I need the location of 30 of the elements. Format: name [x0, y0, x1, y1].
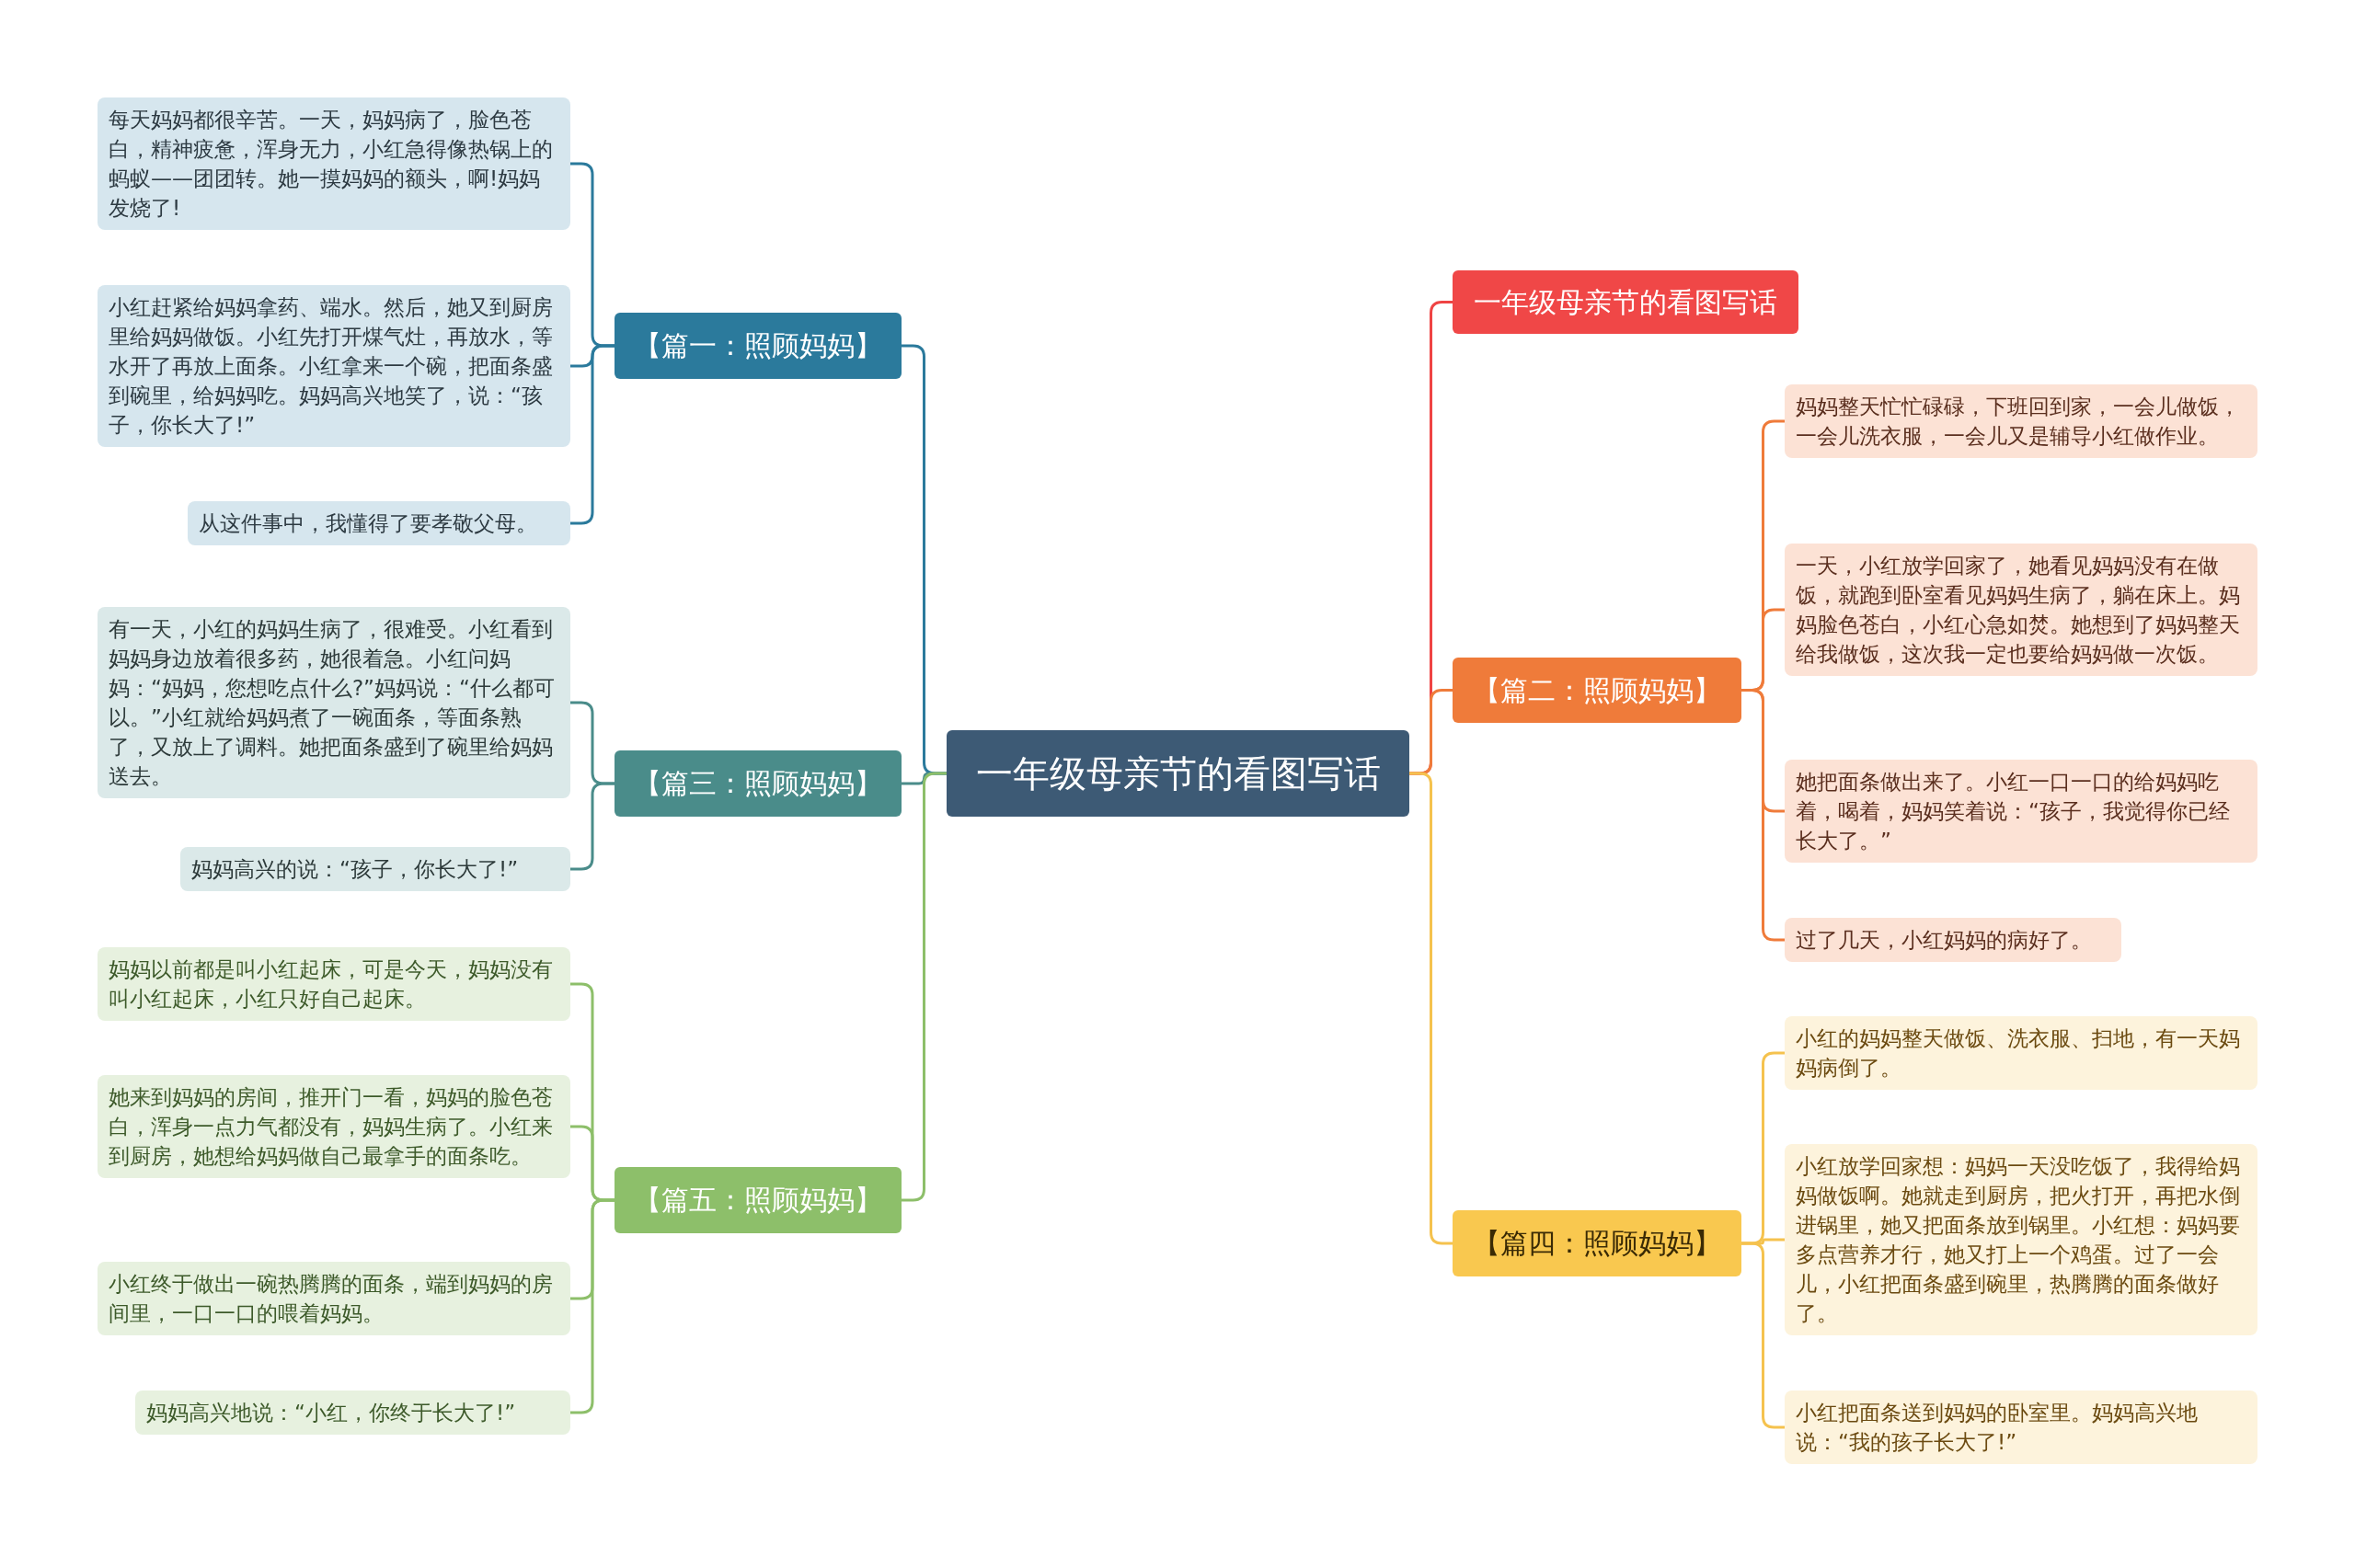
connector-line [1741, 1242, 1785, 1429]
story-card: 妈妈以前都是叫小红起床，可是今天，妈妈没有叫小红起床，小红只好自己起床。 [98, 947, 570, 1021]
branch-topic: 【篇一：照顾妈妈】 [615, 313, 902, 379]
story-card: 她把面条做出来了。小红一口一口的给妈妈吃着，喝着，妈妈笑着说：“孩子，我觉得你已经长大了。” [1785, 760, 2257, 863]
story-card: 小红把面条送到妈妈的卧室里。妈妈高兴地说：“我的孩子长大了!” [1785, 1391, 2257, 1464]
story-card: 小红赶紧给妈妈拿药、端水。然后，她又到厨房里给妈妈做饭。小红先打开煤气灶，再放水，等水开了再放上面条。小红拿来一个碗，把面条盛到碗里，给妈妈吃。妈妈高兴地笑了，说：“孩子，你长大了!” [98, 285, 570, 447]
story-card: 妈妈高兴的说：“孩子，你长大了!” [180, 847, 570, 891]
central-topic: 一年级母亲节的看图写话 [947, 730, 1409, 817]
story-card: 从这件事中，我懂得了要孝敬父母。 [188, 501, 570, 545]
connector-line [570, 782, 615, 871]
connector-line [1741, 689, 1785, 942]
story-card: 她来到妈妈的房间，推开门一看，妈妈的脸色苍白，浑身一点力气都没有，妈妈生病了。小红来到厨房，她想给妈妈做自己最拿手的面条吃。 [98, 1075, 570, 1178]
story-card: 妈妈整天忙忙碌碌，下班回到家，一会儿做饭，一会儿洗衣服，一会儿又是辅导小红做作业。 [1785, 384, 2257, 458]
connector-line [902, 772, 947, 1202]
story-card: 过了几天，小红妈妈的病好了。 [1785, 918, 2121, 962]
story-card: 小红放学回家想：妈妈一天没吃饭了，我得给妈妈做饭啊。她就走到厨房，把火打开，再把水倒进锅里，她又把面条放到锅里。小红想：妈妈要多点营养才行，她又打上一个鸡蛋。过了一会儿，小红把面条盛到碗里，热腾腾的面条做好了。 [1785, 1144, 2257, 1335]
branch-topic: 【篇二：照顾妈妈】 [1453, 658, 1741, 723]
story-card: 妈妈高兴地说：“小红，你终于长大了!” [135, 1391, 570, 1435]
story-card: 每天妈妈都很辛苦。一天，妈妈病了，脸色苍白，精神疲惫，浑身无力，小红急得像热锅上的蚂蚁——团团转。她一摸妈妈的额头，啊!妈妈发烧了! [98, 97, 570, 230]
branch-topic: 一年级母亲节的看图写话 [1453, 270, 1798, 334]
branch-topic: 【篇四：照顾妈妈】 [1453, 1210, 1741, 1276]
branch-topic: 【篇五：照顾妈妈】 [615, 1167, 902, 1233]
connector-line [570, 344, 615, 525]
story-card: 小红的妈妈整天做饭、洗衣服、扫地，有一天妈妈病倒了。 [1785, 1016, 2257, 1090]
connector-line [570, 1198, 615, 1414]
branch-topic: 【篇三：照顾妈妈】 [615, 750, 902, 817]
story-card: 小红终于做出一碗热腾腾的面条，端到妈妈的房间里，一口一口的喂着妈妈。 [98, 1262, 570, 1335]
story-card: 有一天，小红的妈妈生病了，很难受。小红看到妈妈身边放着很多药，她很着急。小红问妈妈：“妈妈，您想吃点什么?”妈妈说：“什么都可以。”小红就给妈妈煮了一碗面条，等面条熟了，又放上了调料。她把面条盛到了碗里给妈妈送去。 [98, 607, 570, 798]
connector-line [1409, 772, 1453, 1245]
story-card: 一天，小红放学回家了，她看见妈妈没有在做饭，就跑到卧室看见妈妈生病了，躺在床上。妈妈脸色苍白，小红心急如焚。她想到了妈妈整天给我做饭，这次我一定也要给妈妈做一次饭。 [1785, 544, 2257, 676]
